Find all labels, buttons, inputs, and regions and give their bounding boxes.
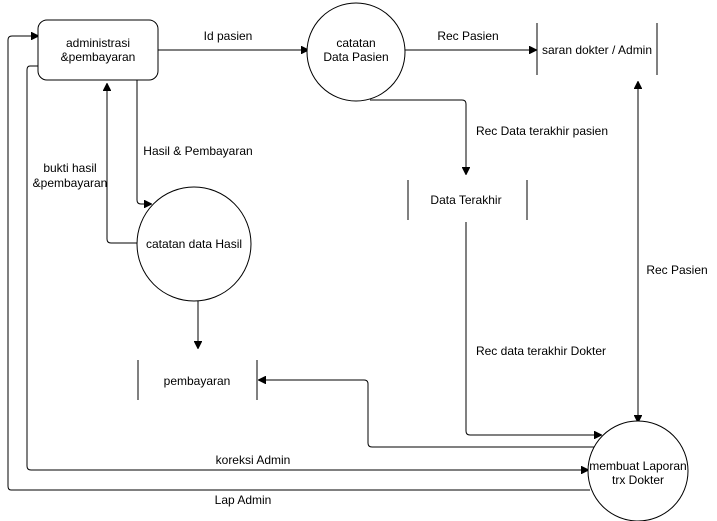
- flow-laporan-to-pembayaran-arrow: [259, 380, 596, 448]
- store-pembayaran: [137, 360, 258, 400]
- process-membuat-laporan-label-1: membuat Laporan: [589, 459, 686, 473]
- store-data-terakhir: [407, 180, 528, 220]
- process-catatan-data-pasien-label-1: catatan: [336, 36, 375, 50]
- flow-bukti-hasil-arrow: [107, 84, 137, 244]
- store-pembayaran-label: pembayaran: [164, 374, 231, 388]
- process-catatan-data-hasil-label: catatan data Hasil: [146, 237, 242, 251]
- process-catatan-data-hasil: [136, 186, 252, 302]
- process-catatan-data-pasien: [306, 2, 406, 102]
- entity-administrasi-label-2: &pembayaran: [61, 50, 136, 64]
- store-saran-dokter: [536, 23, 658, 75]
- flow-bukti-hasil-label-1: bukti hasil: [43, 161, 96, 175]
- flow-koreksi-admin-label: koreksi Admin: [216, 453, 291, 467]
- flow-hasil-pembayaran-label: Hasil & Pembayaran: [143, 144, 252, 158]
- store-saran-dokter-label: saran dokter / Admin: [542, 43, 652, 57]
- flow-bukti-hasil-label-2: &pembayaran: [33, 176, 108, 190]
- store-data-terakhir-label: Data Terakhir: [430, 193, 501, 207]
- flow-lap-admin-arrow: [7, 36, 590, 491]
- entity-administrasi-label-1: administrasi: [66, 36, 130, 50]
- flow-rec-data-terakhir-dokter-label: Rec data terakhir Dokter: [476, 344, 606, 358]
- flow-rec-data-terakhir-dokter-arrow: [465, 222, 601, 435]
- flow-koreksi-admin-arrow: [26, 65, 588, 470]
- flow-rec-pasien-top-label: Rec Pasien: [437, 29, 498, 43]
- flow-id-pasien-label: Id pasien: [204, 29, 253, 43]
- flow-hasil-pembayaran-arrow: [136, 80, 151, 204]
- process-membuat-laporan-label-2: trx Dokter: [612, 473, 664, 487]
- process-catatan-data-pasien-label-2: Data Pasien: [323, 50, 388, 64]
- entity-administrasi: [37, 19, 159, 81]
- flow-rec-data-terakhir-pasien-label: Rec Data terakhir pasien: [476, 124, 608, 138]
- flow-rec-pasien-right-label: Rec Pasien: [646, 263, 707, 277]
- flow-lap-admin-label: Lap Admin: [215, 493, 272, 507]
- flow-rec-data-terakhir-pasien-arrow: [370, 99, 466, 174]
- process-membuat-laporan: [587, 420, 689, 521]
